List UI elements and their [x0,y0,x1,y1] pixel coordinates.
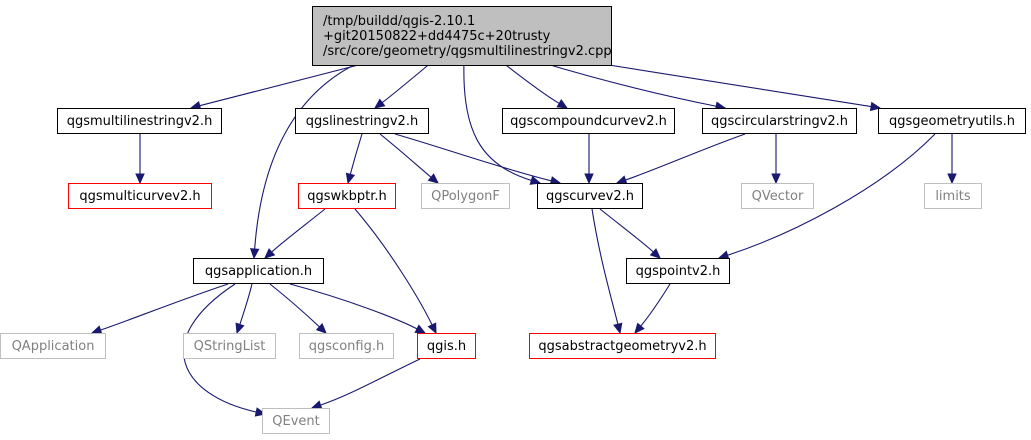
edge-qgsapplication-to-qgsconfig [269,283,327,334]
edge-qgscompoundcurvev2-to-qgscurvev2 [584,134,594,185]
node-QApplication: QApplication [0,333,106,359]
node-qgsapplication[interactable]: qgsapplication.h [193,258,324,284]
node-qgscurvev2[interactable]: qgscurvev2.h [537,183,643,209]
node-qgsgeometryutils[interactable]: qgsgeometryutils.h [878,108,1026,134]
node-root-file: /tmp/buildd/qgis-2.10.1 +git20150822+dd4… [312,6,612,66]
node-QVector: QVector [741,183,814,209]
edge-qgsapplication-to-qgis [289,283,427,334]
node-qgslinestringv2[interactable]: qgslinestringv2.h [295,108,429,134]
edge-root-to-qgscurvev2 [463,61,542,185]
edge-qgsapplication-to-QStringList [235,283,253,335]
edge-qgscircularstringv2-to-QVector [771,133,781,185]
node-qgswkbptr[interactable]: qgswkbptr.h [298,183,396,209]
edge-qgspointv2-to-qgsabstractgeometryv2 [634,283,671,334]
node-limits: limits [924,183,982,209]
edge-qgswkbptr-to-qgsapplication [264,208,326,259]
edge-qgsapplication-to-QApplication [90,283,229,335]
node-QStringList: QStringList [183,333,276,359]
node-QPolygonF: QPolygonF [421,183,510,209]
edge-qgscurvev2-to-qgsabstractgeometryv2 [591,208,623,335]
root-path-line-3: /src/core/geometry/qgsmultilinestringv2.… [323,43,612,59]
node-QEvent: QEvent [262,408,330,434]
edge-qgsmultilinestringv2-to-qgsmulticurvev2 [135,134,145,185]
edge-root-to-qgsapplication [249,61,361,260]
edge-qgis-to-QEvent [310,358,421,410]
edge-root-to-qgsmultilinestringv2 [189,61,371,111]
edge-qgslinestringv2-to-qgswkbptr [345,133,363,185]
node-qgscircularstringv2[interactable]: qgscircularstringv2.h [702,108,857,134]
edge-qgscircularstringv2-to-qgscurvev2 [615,133,746,185]
edge-root-to-qgscompoundcurvev2 [501,61,569,109]
node-qgis[interactable]: qgis.h [417,333,476,359]
edge-qgscurvev2-to-qgspointv2 [599,208,661,259]
edge-root-to-qgsgeometryutils [589,61,882,112]
node-qgspointv2[interactable]: qgspointv2.h [626,258,730,284]
root-path-line-2: +git20150822+dd4475c+20trusty [323,28,551,44]
edge-qgsgeometryutils-to-limits [947,133,957,185]
node-qgsmulticurvev2[interactable]: qgsmulticurvev2.h [68,183,212,209]
edge-root-to-qgslinestringv2 [374,61,433,109]
node-qgsabstractgeometryv2[interactable]: qgsabstractgeometryv2.h [529,333,716,359]
root-path-line-1: /tmp/buildd/qgis-2.10.1 [323,13,476,29]
node-qgscompoundcurvev2[interactable]: qgscompoundcurvev2.h [502,108,675,134]
edge-qgslinestringv2-to-QPolygonF [379,133,439,184]
node-qgsmultilinestringv2[interactable]: qgsmultilinestringv2.h [57,108,222,134]
edge-qgswkbptr-to-qgis [354,208,437,335]
node-qgsconfig: qgsconfig.h [299,333,394,359]
